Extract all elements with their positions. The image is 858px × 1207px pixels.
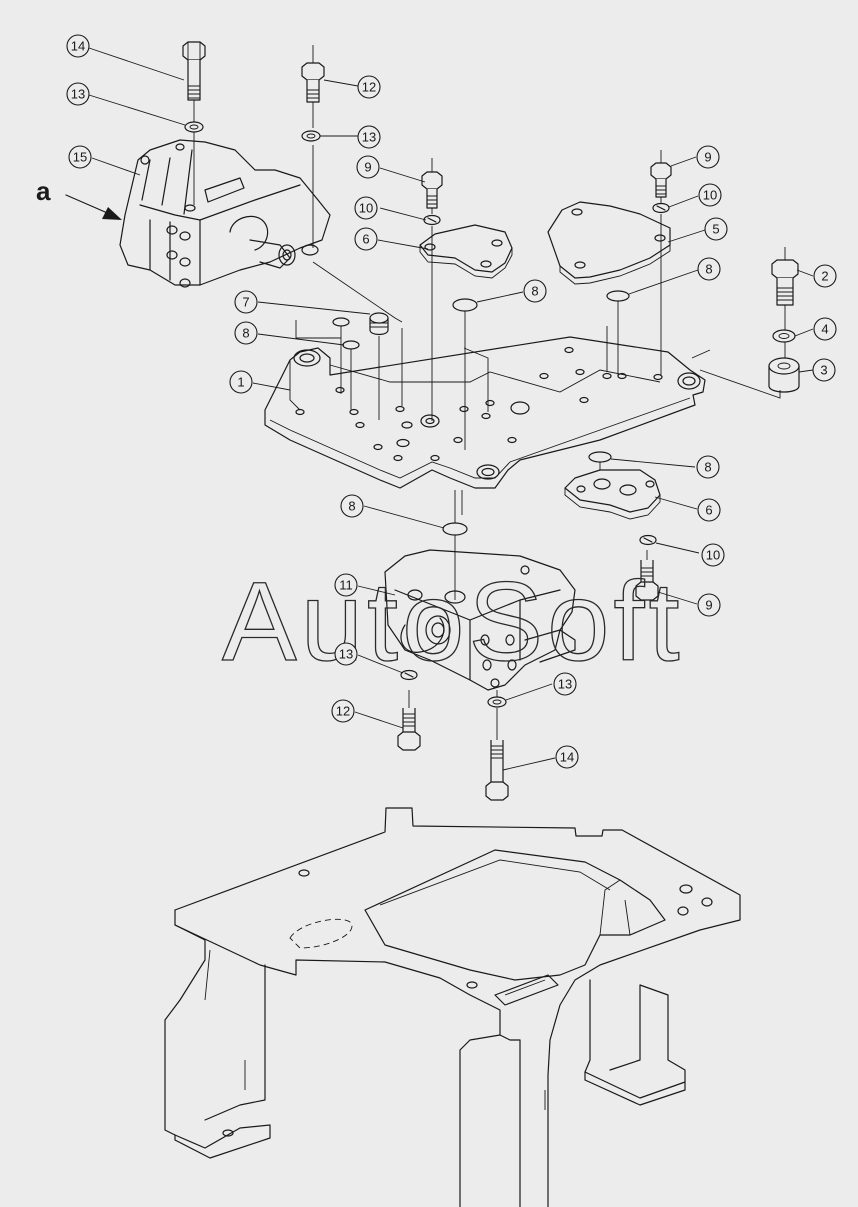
svg-text:11: 11 xyxy=(339,578,353,593)
callout-2: 2 xyxy=(813,264,837,288)
svg-text:9: 9 xyxy=(705,598,712,613)
spring-washer-13-lower xyxy=(400,669,418,681)
bolt-9-lower xyxy=(635,550,659,601)
o-ring-8-b xyxy=(342,340,360,350)
svg-text:8: 8 xyxy=(242,326,249,341)
svg-text:6: 6 xyxy=(705,503,712,518)
upper-pump-assembly xyxy=(119,139,331,288)
svg-text:14: 14 xyxy=(71,39,85,54)
spring-washer-10-center xyxy=(423,214,441,226)
view-label-a: a xyxy=(36,176,51,206)
washer-4 xyxy=(772,329,796,343)
svg-text:4: 4 xyxy=(821,322,828,337)
svg-text:7: 7 xyxy=(242,295,249,310)
view-arrow-a: a xyxy=(36,176,122,220)
svg-text:9: 9 xyxy=(704,150,711,165)
svg-text:12: 12 xyxy=(362,80,376,95)
svg-text:3: 3 xyxy=(820,363,827,378)
bolt-2 xyxy=(771,247,799,362)
plate-small-holes xyxy=(295,346,663,462)
o-ring-8-f xyxy=(442,522,468,536)
svg-text:8: 8 xyxy=(348,499,355,514)
o-ring-8-d xyxy=(606,290,630,302)
machine-frame xyxy=(164,807,741,1207)
callout-9-center: 9 xyxy=(356,155,380,179)
mounting-plate xyxy=(264,336,706,489)
o-ring-8-c xyxy=(452,298,478,312)
svg-text:13: 13 xyxy=(558,677,572,692)
callout-7: 7 xyxy=(234,290,258,314)
plug-7 xyxy=(369,312,389,420)
callout-4: 4 xyxy=(813,317,837,341)
callout-15: 15 xyxy=(68,145,92,169)
callout-5: 5 xyxy=(704,217,728,241)
callouts: 14 13 15 12 13 9 10 6 9 10 5 8 2 8 4 7 8… xyxy=(66,34,837,769)
spacer-3 xyxy=(768,357,800,393)
callout-8-lower-right: 8 xyxy=(696,455,720,479)
svg-text:8: 8 xyxy=(705,262,712,277)
washer-13-upper-left xyxy=(184,121,204,133)
svg-text:10: 10 xyxy=(359,201,373,216)
callout-11: 11 xyxy=(334,573,358,597)
bolt-9-right xyxy=(650,150,672,376)
callout-8-left: 8 xyxy=(234,321,258,345)
spring-washer-10-lower xyxy=(639,534,657,546)
callout-3: 3 xyxy=(812,358,836,382)
svg-text:13: 13 xyxy=(339,647,353,662)
svg-text:13: 13 xyxy=(71,87,85,102)
watermark-text: AutoSoft xyxy=(222,559,684,684)
svg-text:13: 13 xyxy=(362,130,376,145)
callout-9-lower: 9 xyxy=(697,593,721,617)
bolt-14-upper xyxy=(182,41,206,205)
svg-text:5: 5 xyxy=(712,222,719,237)
svg-text:10: 10 xyxy=(703,188,717,203)
callout-13-upper-left: 13 xyxy=(66,82,90,106)
svg-text:10: 10 xyxy=(706,548,720,563)
svg-text:8: 8 xyxy=(704,460,711,475)
flange-plate-lower xyxy=(564,469,661,520)
fasteners xyxy=(182,41,800,801)
callout-8-cover: 8 xyxy=(697,257,721,281)
bolt-9-center xyxy=(421,158,443,421)
callout-10-lower: 10 xyxy=(701,543,725,567)
washer-13-upper-right xyxy=(301,130,321,142)
callout-10-right: 10 xyxy=(698,183,722,207)
callout-12-upper: 12 xyxy=(357,75,381,99)
callout-9-right: 9 xyxy=(696,145,720,169)
callout-14-upper: 14 xyxy=(66,34,90,58)
flange-plate-upper xyxy=(419,224,513,279)
callout-14-lower: 14 xyxy=(555,745,579,769)
bolt-12-lower xyxy=(397,690,421,751)
callout-13-lower-right: 13 xyxy=(553,672,577,696)
callout-12-lower: 12 xyxy=(331,699,355,723)
assembly-lines xyxy=(295,261,781,600)
callout-6-upper: 6 xyxy=(354,227,378,251)
svg-text:2: 2 xyxy=(821,269,828,284)
callout-10-center: 10 xyxy=(354,196,378,220)
spring-washer-10-right xyxy=(652,202,670,214)
callout-13-upper-right: 13 xyxy=(357,125,381,149)
svg-text:15: 15 xyxy=(73,150,87,165)
svg-text:8: 8 xyxy=(531,284,538,299)
svg-text:6: 6 xyxy=(362,232,369,247)
callout-8-lower-left: 8 xyxy=(340,494,364,518)
bolt-14-lower xyxy=(485,690,509,801)
callout-8-center: 8 xyxy=(523,279,547,303)
svg-text:9: 9 xyxy=(364,160,371,175)
svg-text:14: 14 xyxy=(560,750,574,765)
callout-6-lower: 6 xyxy=(697,498,721,522)
leader-lines xyxy=(88,47,814,771)
callout-13-lower-left: 13 xyxy=(334,642,358,666)
washer-13-lower xyxy=(487,696,507,708)
svg-text:1: 1 xyxy=(237,375,244,390)
bolt-12-upper xyxy=(301,45,325,248)
svg-text:12: 12 xyxy=(336,704,350,719)
cover-plate xyxy=(547,201,671,285)
o-ring-8-e xyxy=(588,451,612,463)
o-ring-8-a xyxy=(332,317,350,327)
callout-1: 1 xyxy=(229,370,253,394)
